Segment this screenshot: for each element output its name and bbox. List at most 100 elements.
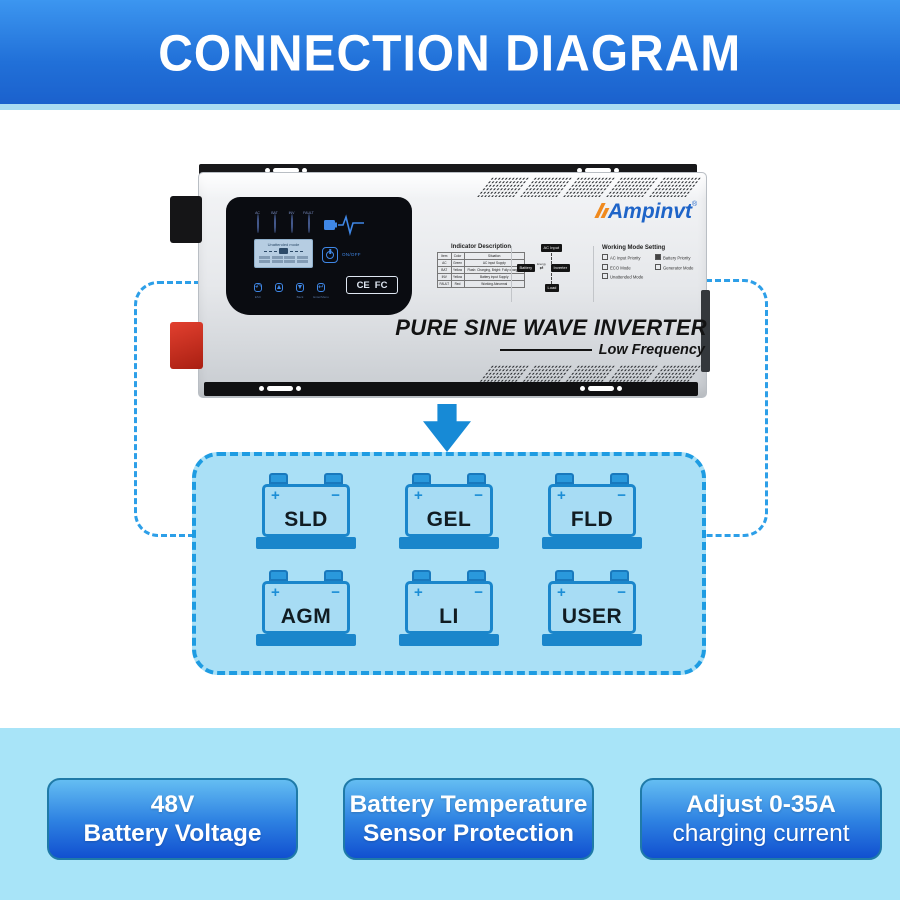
lcd-value-row: [257, 260, 310, 263]
enter-button[interactable]: ↵: [317, 283, 325, 292]
battery-icon-li: + − LI: [399, 570, 499, 646]
battery-type-label: USER: [561, 605, 623, 628]
minus-sign: −: [474, 487, 483, 504]
header-banner: CONNECTION DIAGRAM: [0, 0, 900, 104]
plus-sign: +: [414, 487, 423, 504]
mode-eco: ECO Mode: [602, 264, 655, 271]
footer-band: 48V Battery Voltage Battery Temperature …: [0, 728, 900, 900]
battery-base: [399, 537, 499, 549]
battery-terminal: [555, 473, 574, 484]
certification-marks: CE FC: [346, 276, 398, 294]
feature-line1: Adjust 0-35A: [686, 790, 836, 818]
power-icon: [326, 251, 334, 259]
flow-energy-link: Energy ⇄: [533, 263, 550, 270]
working-mode-title: Working Mode Setting: [602, 245, 666, 251]
fault-led: [307, 214, 310, 233]
indicator-description-table: Indicator Description Item Color Situati…: [437, 244, 526, 288]
product-title: PURE SINE WAVE INVERTER: [395, 315, 707, 340]
feature-line1: 48V: [150, 790, 195, 818]
page-title: CONNECTION DIAGRAM: [158, 23, 742, 81]
battery-terminal: [269, 473, 288, 484]
battery-type-label: AGM: [280, 605, 332, 628]
power-button[interactable]: [322, 247, 338, 263]
plus-sign: +: [414, 584, 423, 601]
inverter-image: AC BAT INV FAULT Unattended mode ON/OFF: [165, 160, 713, 402]
bidirectional-arrow-icon: ⇄: [539, 265, 544, 270]
feature-line2: Battery Voltage: [83, 820, 262, 847]
battery-row: + − AGM + − LI + − U: [256, 570, 642, 646]
feature-line1: Battery Temperature: [349, 790, 588, 818]
energy-flow-diagram: AC Input Battery Energy ⇄ Inverter Load: [517, 244, 589, 306]
flow-connector: [551, 273, 552, 284]
battery-terminal: [467, 473, 486, 484]
led-label-inv: INV: [288, 211, 295, 215]
lcd-value-row: [257, 256, 310, 259]
feature-button-charging-current: Adjust 0-35A charging current: [640, 778, 882, 860]
inv-led: [290, 214, 293, 233]
vent-grille-top: [476, 177, 702, 197]
minus-sign: −: [474, 584, 483, 601]
battery-type-label: FLD: [570, 508, 614, 531]
bat-led: [273, 214, 276, 233]
battery-base: [256, 537, 356, 549]
power-button-label: ON/OFF: [342, 252, 361, 257]
col-color: Color: [450, 252, 465, 260]
up-button[interactable]: ▲: [274, 283, 284, 292]
down-button[interactable]: ▼: [295, 283, 305, 292]
product-subtitle: Low Frequency: [598, 342, 705, 358]
esc-button[interactable]: ↶: [254, 283, 262, 292]
battery-base: [256, 634, 356, 646]
nav-buttons: ↶ ESC ▲ ▼ Back ↵ Enter/Menu: [250, 276, 329, 299]
flow-connector: [551, 253, 552, 264]
mode-battery-priority: Battery Priority: [655, 254, 708, 261]
mounting-slot: [259, 386, 301, 391]
flow-load: Load: [545, 284, 559, 292]
lcd-battery-icon: [279, 248, 288, 254]
mode-ac-input-priority: AC Input Priority: [602, 254, 655, 261]
feature-line2: Sensor Protection: [362, 820, 574, 847]
battery-pulse-icon: [324, 214, 364, 237]
led-indicators: AC BAT INV FAULT: [252, 211, 314, 233]
battery-terminal: [269, 570, 288, 581]
feature-button-battery-voltage: 48V Battery Voltage: [47, 778, 298, 860]
mode-generator: Generator Mode: [655, 264, 708, 271]
minus-sign: −: [331, 584, 340, 601]
flow-ac-input: AC Input: [541, 244, 562, 252]
battery-type-label: GEL: [426, 508, 472, 531]
lcd-mode-text: Unattended mode: [267, 242, 300, 247]
minus-sign: −: [617, 584, 626, 601]
battery-icon-user: + − USER: [542, 570, 642, 646]
mounting-rail-bottom: [204, 382, 698, 396]
mounting-slot: [577, 168, 619, 173]
brand-logo: Ampinvt ®: [594, 200, 697, 224]
down-button-label: Back: [296, 295, 304, 299]
mounting-slot: [580, 386, 622, 391]
plus-sign: +: [271, 487, 280, 504]
led-label-bat: BAT: [271, 211, 278, 215]
battery-type-label: SLD: [284, 508, 328, 531]
subtitle-line: [499, 349, 592, 351]
flow-inverter: Inverter: [551, 264, 570, 272]
battery-terminal: [324, 473, 343, 484]
minus-sign: −: [617, 487, 626, 504]
ce-mark: CE: [356, 279, 370, 291]
down-arrow-icon: [423, 404, 471, 452]
positive-terminal-connector: [170, 322, 203, 369]
plus-sign: +: [557, 584, 566, 601]
divider-line: [511, 246, 512, 302]
battery-icon-sld: + − SLD: [256, 473, 356, 549]
battery-terminal: [467, 570, 486, 581]
mode-unattended: Unattended Mode: [602, 273, 655, 280]
led-label-fault: FAULT: [303, 211, 314, 215]
battery-terminal: [412, 570, 431, 581]
battery-icon-agm: + − AGM: [256, 570, 356, 646]
battery-terminal: [324, 570, 343, 581]
brand-name: Ampinvt: [608, 200, 692, 223]
col-situation: Situation: [463, 252, 526, 260]
battery-terminal: [610, 570, 629, 581]
working-mode-setting: Working Mode Setting AC Input Priority B…: [602, 245, 708, 280]
battery-type-label: LI: [439, 605, 459, 628]
header-divider-strip: [0, 104, 900, 110]
